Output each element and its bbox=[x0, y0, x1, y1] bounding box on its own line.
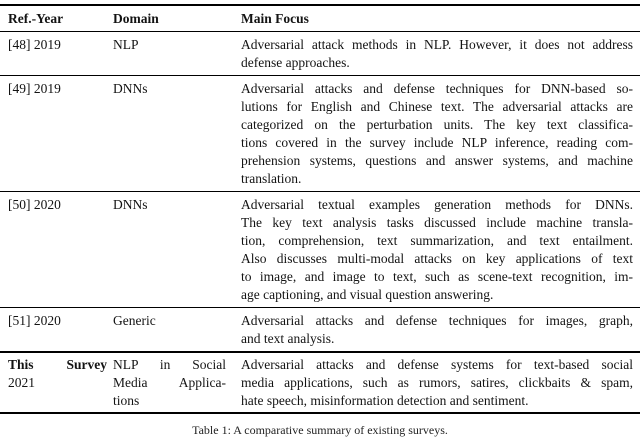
cell-domain: DNNs bbox=[113, 80, 241, 188]
table-row: [51] 2020 Generic Adversarial attacks and … bbox=[0, 308, 640, 353]
cell-main-focus: Adversarial attack methods in NLP. Howev… bbox=[241, 36, 640, 72]
cell-ref-year-line: [49] 2019 bbox=[8, 81, 61, 96]
cell-domain-line: DNNs bbox=[113, 81, 148, 96]
cell-domain: NLP bbox=[113, 36, 241, 72]
cell-ref-year: [49] 2019 bbox=[0, 80, 113, 188]
cell-main-focus: Adversarial attacks and defense techniqu… bbox=[241, 312, 640, 348]
cell-ref-year: [51] 2020 bbox=[0, 312, 113, 348]
cell-main-focus-line: Also discusses multi-modal attacks on ke… bbox=[241, 251, 633, 266]
cell-ref-year-line: [50] 2020 bbox=[8, 197, 61, 212]
table-caption: Table 1: A comparative summary of existi… bbox=[192, 423, 448, 437]
cell-domain: Generic bbox=[113, 312, 241, 348]
cell-main-focus-line: Adversarial attacks and defense techniqu… bbox=[241, 313, 633, 328]
cell-main-focus: Adversarial textual examples generation … bbox=[241, 196, 640, 304]
cell-main-focus: Adversarial attacks and defense systems … bbox=[241, 356, 640, 410]
cell-main-focus-line: to image, and image to text, such as sce… bbox=[241, 269, 633, 284]
cell-domain-line: Media Applica- bbox=[113, 375, 226, 390]
table-body: [48] 2019 NLP Adversarial attack methods i… bbox=[0, 32, 640, 412]
cell-ref-year: This Survey 2021 bbox=[0, 356, 113, 410]
table-row: [49] 2019 DNNs Adversarial attacks and def… bbox=[0, 76, 640, 192]
column-header-ref-year: Ref.-Year bbox=[8, 11, 64, 26]
cell-main-focus-line: hate speech, misinformation detection an… bbox=[241, 393, 529, 408]
cell-ref-year-line: This Survey bbox=[8, 357, 107, 372]
cell-ref-year: [48] 2019 bbox=[0, 36, 113, 72]
cell-main-focus-line: The key text analysis tasks discussed in… bbox=[241, 215, 633, 230]
cell-ref-year-line: [51] 2020 bbox=[8, 313, 61, 328]
cell-ref-year: [50] 2020 bbox=[0, 196, 113, 304]
table-row: [48] 2019 NLP Adversarial attack methods i… bbox=[0, 32, 640, 76]
column-header-main-focus: Main Focus bbox=[241, 11, 309, 26]
cell-main-focus-line: media applications, such as rumors, sati… bbox=[241, 375, 633, 390]
cell-main-focus-line: translation. bbox=[241, 171, 302, 186]
cell-main-focus-line: prehension systems, questions and answer… bbox=[241, 153, 633, 168]
cell-main-focus-line: Adversarial textual examples generation … bbox=[241, 197, 633, 212]
cell-main-focus-line: lutions for English and Chinese text. Th… bbox=[241, 99, 633, 114]
cell-domain: DNNs bbox=[113, 196, 241, 304]
cell-domain-line: Generic bbox=[113, 313, 156, 328]
cell-ref-year-line: [48] 2019 bbox=[8, 37, 61, 52]
cell-domain-line: NLP in Social bbox=[113, 357, 226, 372]
cell-domain-line: tions bbox=[113, 393, 140, 408]
cell-domain-line: NLP bbox=[113, 37, 139, 52]
cell-main-focus-line: and text analysis. bbox=[241, 331, 335, 346]
cell-main-focus-line: Adversarial attacks and defense systems … bbox=[241, 357, 633, 372]
cell-main-focus-line: tions covered in the survey include NLP … bbox=[241, 135, 633, 150]
cell-main-focus-line: categorized on the perturbation units. T… bbox=[241, 117, 633, 132]
cell-main-focus: Adversarial attacks and defense techniqu… bbox=[241, 80, 640, 188]
cell-main-focus-line: Adversarial attacks and defense techniqu… bbox=[241, 81, 633, 96]
cell-domain-line: DNNs bbox=[113, 197, 148, 212]
cell-main-focus-line: age captioning, and visual question answ… bbox=[241, 287, 494, 302]
table-row: [50] 2020 DNNs Adversarial textual example… bbox=[0, 192, 640, 308]
cell-ref-year-line: 2021 bbox=[8, 375, 35, 390]
cell-main-focus-line: tion, comprehension, text summarization,… bbox=[241, 233, 633, 248]
column-header-domain: Domain bbox=[113, 11, 159, 26]
cell-main-focus-line: Adversarial attack methods in NLP. Howev… bbox=[241, 37, 633, 52]
cell-main-focus-line: defense approaches. bbox=[241, 55, 350, 70]
table-header-row: Ref.-Year Domain Main Focus bbox=[0, 6, 640, 32]
